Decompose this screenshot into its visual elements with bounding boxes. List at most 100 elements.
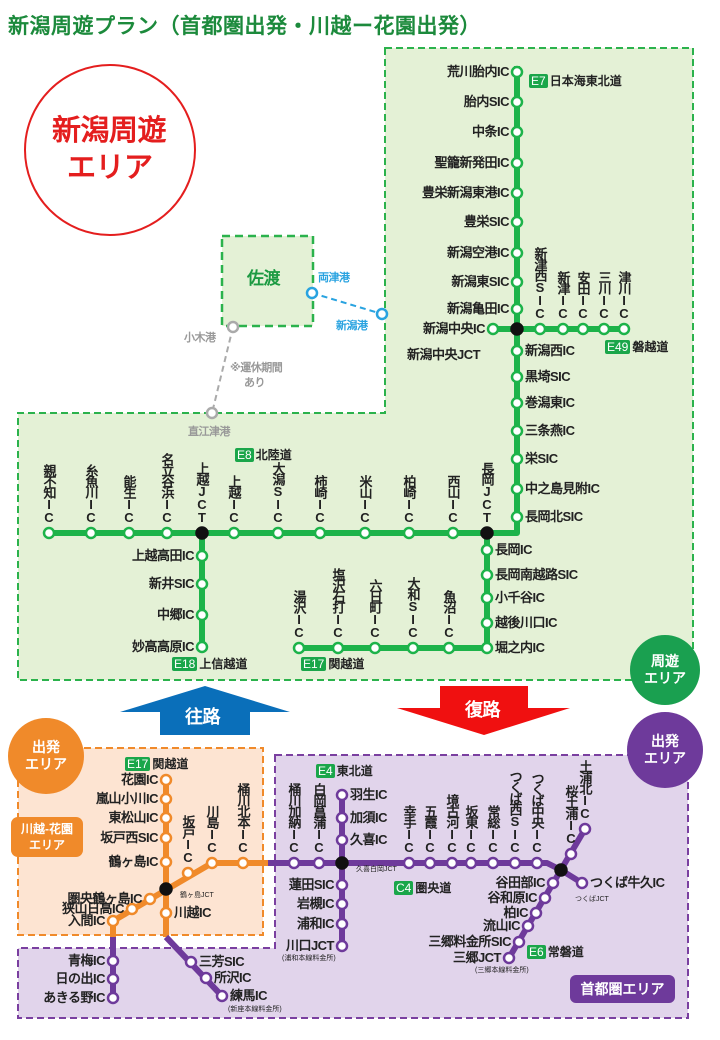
interchange-label[interactable]: 津川IC: [616, 271, 632, 319]
interchange-label[interactable]: 中郷IC: [156, 607, 195, 622]
interchange-node[interactable]: [480, 568, 494, 582]
interchange-label[interactable]: 新潟中央IC: [422, 321, 486, 336]
interchange-label[interactable]: 谷田部IC: [495, 875, 545, 890]
interchange-label[interactable]: 魚沼IC: [441, 590, 457, 638]
interchange-label[interactable]: 長岡北SIC: [525, 509, 583, 524]
interchange-node[interactable]: [486, 322, 500, 336]
interchange-node[interactable]: [530, 856, 544, 870]
interchange-node[interactable]: [331, 641, 345, 655]
interchange-node[interactable]: [312, 856, 326, 870]
interchange-label[interactable]: 鶴ヶ島IC: [108, 854, 158, 869]
interchange-node[interactable]: [617, 322, 631, 336]
junction-label[interactable]: 上越JCT: [194, 462, 210, 523]
interchange-label[interactable]: 六日町IC: [367, 579, 383, 638]
interchange-label[interactable]: 大潟SIC: [270, 462, 286, 523]
interchange-node[interactable]: [159, 855, 173, 869]
interchange-node[interactable]: [195, 640, 209, 654]
interchange-node[interactable]: [84, 526, 98, 540]
interchange-label[interactable]: 五霞IC: [422, 805, 438, 853]
interchange-label[interactable]: 嵐山小川IC: [95, 791, 159, 806]
interchange-node[interactable]: [510, 344, 524, 358]
interchange-label[interactable]: 三条燕IC: [525, 423, 575, 438]
interchange-label[interactable]: 中之島見附IC: [525, 481, 600, 496]
interchange-label[interactable]: 久喜IC: [350, 832, 388, 847]
interchange-node[interactable]: [597, 322, 611, 336]
interchange-label[interactable]: 岩槻IC: [296, 896, 335, 911]
interchange-node[interactable]: [512, 935, 526, 949]
interchange-label[interactable]: 圏央鶴ヶ島IC: [67, 891, 142, 906]
interchange-label[interactable]: 新潟亀田IC: [446, 301, 510, 316]
interchange-node[interactable]: [106, 954, 120, 968]
interchange-label[interactable]: 加須IC: [350, 810, 388, 825]
interchange-node[interactable]: [533, 322, 547, 336]
interchange-node[interactable]: [510, 215, 524, 229]
interchange-label[interactable]: 豊栄SIC: [463, 214, 510, 229]
interchange-node[interactable]: [292, 641, 306, 655]
interchange-node[interactable]: [106, 972, 120, 986]
interchange-label[interactable]: 蓮田SIC: [288, 877, 335, 892]
junction-node[interactable]: [159, 882, 173, 896]
interchange-node[interactable]: [564, 847, 578, 861]
interchange-node[interactable]: [159, 831, 173, 845]
interchange-label[interactable]: 柏崎IC: [401, 475, 417, 523]
junction-label[interactable]: 鶴ヶ島JCT: [180, 892, 214, 899]
interchange-node[interactable]: [159, 773, 173, 787]
junction-node[interactable]: [480, 526, 494, 540]
interchange-node[interactable]: [510, 156, 524, 170]
interchange-label[interactable]: 東松山IC: [108, 810, 158, 825]
interchange-node[interactable]: [510, 452, 524, 466]
junction-label[interactable]: 久喜白岡JCT: [356, 866, 397, 873]
interchange-label[interactable]: 所沢IC: [214, 970, 252, 985]
junction-label[interactable]: つくばJCT: [575, 896, 609, 903]
interchange-label[interactable]: 新津IC: [555, 271, 571, 319]
interchange-label[interactable]: 入間IC: [67, 913, 106, 928]
interchange-node[interactable]: [508, 856, 522, 870]
interchange-node[interactable]: [556, 322, 570, 336]
interchange-node[interactable]: [406, 641, 420, 655]
interchange-label[interactable]: 境古河IC: [444, 794, 460, 853]
interchange-label[interactable]: 桶川北本IC: [235, 783, 251, 853]
interchange-label[interactable]: 荒川胎内IC: [446, 64, 510, 79]
interchange-node[interactable]: [215, 989, 229, 1003]
interchange-label[interactable]: 花園IC: [120, 772, 159, 787]
interchange-label[interactable]: 聖籠新発田IC: [434, 155, 509, 170]
interchange-node[interactable]: [106, 914, 120, 928]
interchange-node[interactable]: [510, 186, 524, 200]
interchange-node[interactable]: [335, 917, 349, 931]
interchange-node[interactable]: [510, 246, 524, 260]
interchange-label[interactable]: 三川IC: [596, 271, 612, 319]
interchange-label[interactable]: 三郷JCT: [452, 950, 502, 965]
interchange-label[interactable]: あきる野IC: [43, 990, 105, 1005]
interchange-label[interactable]: 糸魚川IC: [83, 464, 99, 523]
interchange-node[interactable]: [125, 902, 139, 916]
interchange-label[interactable]: 塩沢石打IC: [330, 568, 346, 638]
interchange-node[interactable]: [480, 543, 494, 557]
interchange-node[interactable]: [510, 65, 524, 79]
interchange-label[interactable]: 坂戸IC: [180, 815, 196, 863]
interchange-label[interactable]: 上越IC: [226, 475, 242, 523]
interchange-label[interactable]: 柿崎IC: [312, 475, 328, 523]
interchange-label[interactable]: 安田IC: [575, 271, 591, 319]
interchange-label[interactable]: 米山IC: [357, 475, 373, 523]
junction-node[interactable]: [335, 856, 349, 870]
interchange-label[interactable]: 栄SIC: [525, 451, 558, 466]
interchange-label[interactable]: 幸手IC: [401, 805, 417, 853]
interchange-node[interactable]: [335, 833, 349, 847]
interchange-label[interactable]: 浦和IC: [296, 916, 335, 931]
interchange-node[interactable]: [510, 396, 524, 410]
interchange-node[interactable]: [335, 878, 349, 892]
interchange-node[interactable]: [402, 526, 416, 540]
interchange-node[interactable]: [195, 549, 209, 563]
interchange-label[interactable]: 桶川加納IC: [286, 783, 302, 853]
interchange-node[interactable]: [510, 302, 524, 316]
interchange-node[interactable]: [502, 951, 516, 965]
interchange-node[interactable]: [510, 424, 524, 438]
interchange-label[interactable]: つくば西SIC: [507, 770, 523, 853]
interchange-label[interactable]: 川島IC: [204, 805, 220, 853]
interchange-label[interactable]: 西山IC: [445, 475, 461, 523]
interchange-label[interactable]: 白岡菖蒲IC: [311, 783, 327, 853]
interchange-node[interactable]: [195, 577, 209, 591]
interchange-label[interactable]: 桜土浦IC: [563, 785, 579, 844]
interchange-node[interactable]: [287, 856, 301, 870]
interchange-label[interactable]: 青梅IC: [67, 953, 106, 968]
